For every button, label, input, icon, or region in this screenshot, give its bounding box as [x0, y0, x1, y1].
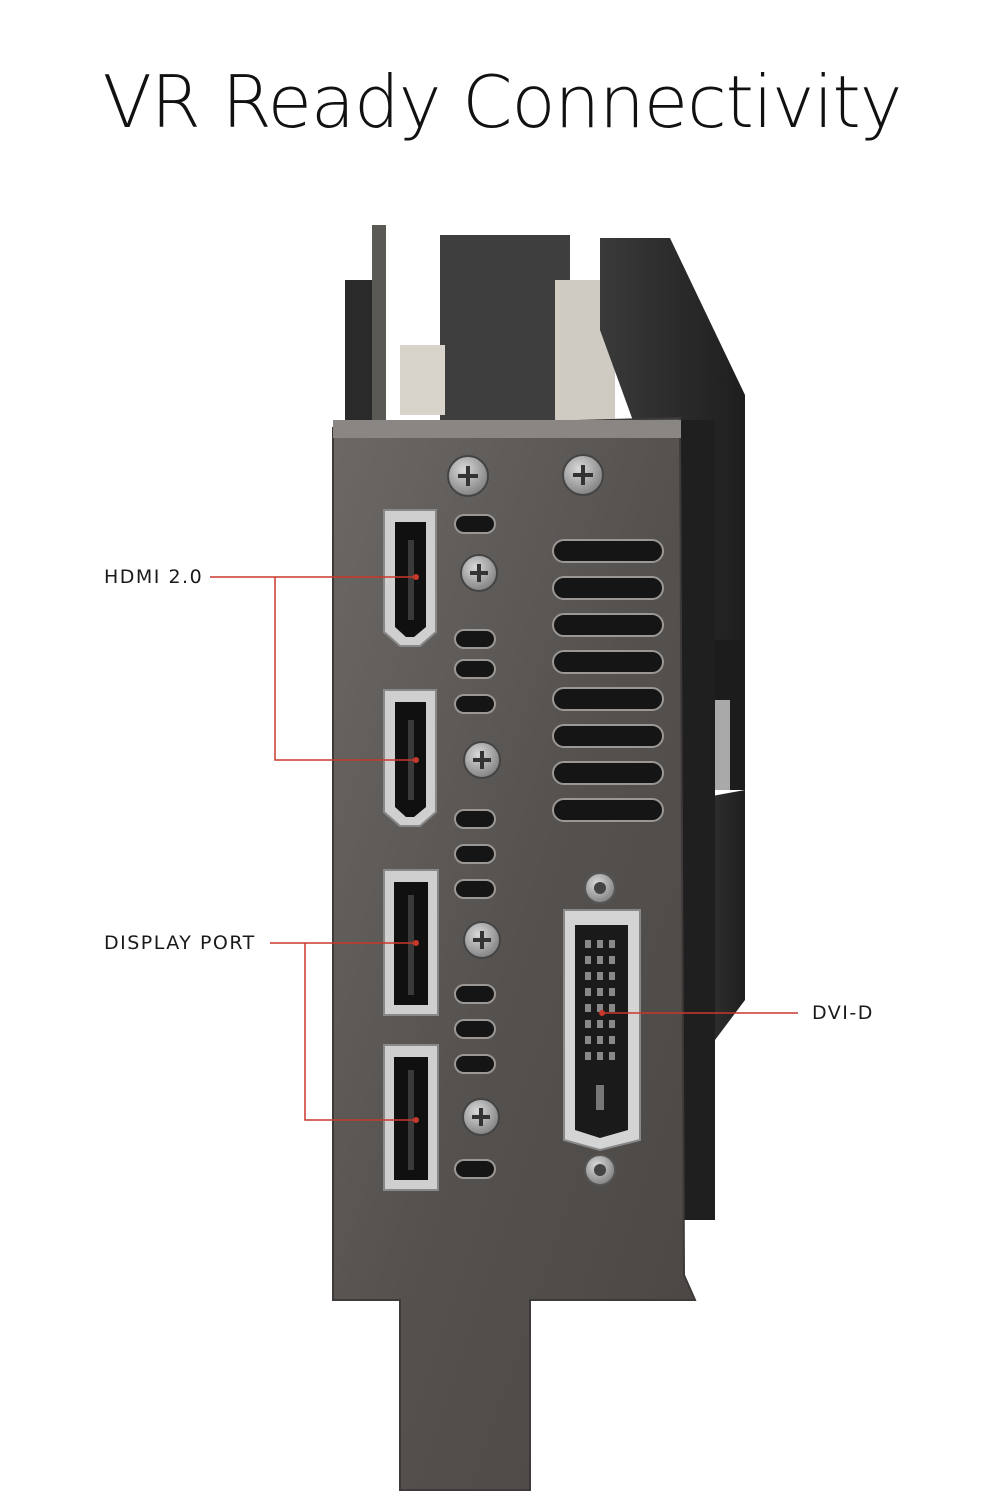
dvi-d-label: DVI-D [812, 1002, 874, 1024]
displayport-label: DISPLAY PORT [104, 932, 256, 954]
hdmi-port [383, 509, 437, 647]
hdmi-callout-dot [413, 574, 419, 580]
io-bracket-plate [332, 416, 697, 1491]
screw-icon [562, 454, 604, 496]
hdmi-label: HDMI 2.0 [104, 566, 204, 588]
displayport-callout-line [270, 942, 416, 1121]
displayport-callout-dot [413, 940, 419, 946]
displayport-callout-dot [413, 1117, 419, 1123]
screw-icon [460, 554, 498, 592]
displayport-port [383, 1044, 439, 1191]
dvi-callout-dot [599, 1010, 605, 1016]
screw-icon [463, 741, 501, 779]
screw-icon [447, 455, 489, 497]
hdmi-callout-dot [413, 757, 419, 763]
dvi-d-port [563, 872, 641, 1186]
page-title: VR Ready Connectivity [102, 60, 903, 144]
hdmi-callout-line [210, 576, 416, 761]
screw-icon [462, 1098, 500, 1136]
vent-slots [454, 514, 664, 1179]
hdmi-port [383, 689, 437, 827]
screw-icon [463, 921, 501, 959]
